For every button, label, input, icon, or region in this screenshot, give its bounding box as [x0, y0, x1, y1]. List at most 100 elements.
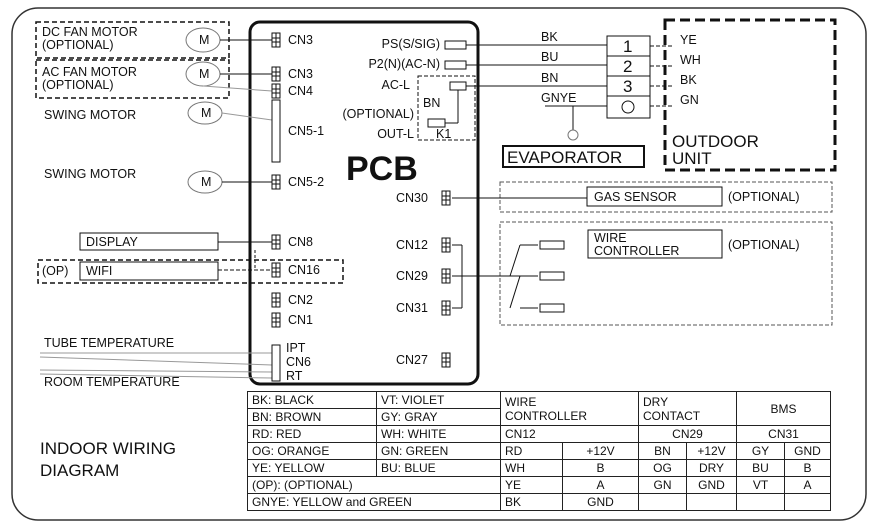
table-row: BN: BROWN GY: GRAY [247, 408, 831, 426]
table-cell: BU: BLUE [376, 459, 501, 477]
svg-text:1: 1 [623, 37, 632, 56]
table-cell: GN: GREEN [376, 442, 501, 460]
terminal-block: 1 2 3 [606, 35, 672, 119]
table-cell: VT: VIOLET [376, 391, 501, 409]
connector-cn5-1 [271, 99, 281, 163]
svg-text:GNYE: GNYE [541, 91, 576, 105]
connector-cn27 [441, 352, 451, 368]
svg-text:WIFI: WIFI [86, 264, 112, 278]
svg-text:BU: BU [541, 50, 558, 64]
swing-motor-1: SWING MOTOR M [44, 101, 273, 125]
connector-cn31 [441, 300, 451, 316]
svg-text:IPT: IPT [286, 341, 306, 355]
svg-text:CN1: CN1 [288, 313, 313, 327]
table-cell: YE [500, 476, 563, 494]
evaporator-box [502, 145, 645, 168]
table-cell: CN31 [736, 425, 831, 443]
svg-text:CN3: CN3 [288, 33, 313, 47]
table-cell: CN29 [638, 425, 737, 443]
table-cell: VT [736, 476, 785, 494]
display-block: DISPLAY [79, 232, 272, 251]
relay-optional-box [417, 75, 476, 141]
table-cell: CN12 [500, 425, 639, 443]
svg-text:SWING MOTOR: SWING MOTOR [44, 167, 136, 181]
svg-text:ROOM TEMPERATURE: ROOM TEMPERATURE [44, 375, 180, 389]
pcb-board [248, 20, 480, 386]
svg-text:WIRE: WIRE [594, 231, 627, 245]
connector-cn5-2 [271, 174, 281, 190]
svg-text:(OPTIONAL): (OPTIONAL) [42, 38, 114, 52]
svg-text:CN3: CN3 [288, 67, 313, 81]
table-cell: GND [562, 493, 639, 511]
table-cell: B [562, 459, 639, 477]
connector-cn6 [271, 344, 281, 382]
svg-text:(OPTIONAL): (OPTIONAL) [42, 78, 114, 92]
connector-cn3-dc [271, 32, 281, 48]
svg-text:CN5-2: CN5-2 [288, 175, 324, 189]
svg-text:RT: RT [286, 369, 303, 383]
svg-text:BK: BK [680, 73, 697, 87]
motor-icon: M [201, 106, 211, 120]
bms-header: BMS [736, 391, 831, 426]
diagram-title: INDOOR WIRING [40, 439, 176, 458]
pcb-terminals: PS(S/SIG) P2(N)(AC-N) AC-L BN K1 (OPTION… [342, 37, 476, 141]
table-cell: WH: WHITE [376, 425, 501, 443]
svg-text:CN12: CN12 [396, 238, 428, 252]
table-cell: RD: RED [247, 425, 377, 443]
svg-text:WH: WH [680, 53, 701, 67]
wifi-block: (OP)WIFI [37, 250, 344, 284]
connector-cn29 [441, 268, 451, 284]
svg-text:P2(N)(AC-N): P2(N)(AC-N) [368, 57, 440, 71]
table-cell [638, 493, 687, 511]
connector-cn1 [271, 312, 281, 328]
table-cell: +12V [686, 442, 737, 460]
table-cell [686, 493, 737, 511]
table-cell: BK: BLACK [247, 391, 377, 409]
motor-icon: M [199, 67, 209, 81]
svg-text:CN4: CN4 [288, 84, 313, 98]
table-cell: GY: GRAY [376, 408, 501, 426]
table-cell: DRY [686, 459, 737, 477]
svg-text:CN27: CN27 [396, 353, 428, 367]
svg-text:PS(S/SIG): PS(S/SIG) [382, 37, 440, 51]
swing-motor-2: SWING MOTOR M [44, 167, 272, 194]
svg-text:CN8: CN8 [288, 235, 313, 249]
table-cell: OG [638, 459, 687, 477]
table-cell: (OP): (OPTIONAL) [247, 476, 501, 494]
svg-text:TUBE TEMPERATURE: TUBE TEMPERATURE [44, 336, 174, 350]
table-cell: GND [784, 442, 831, 460]
connector-cn3-ac [271, 66, 281, 82]
svg-text:CN29: CN29 [396, 269, 428, 283]
connector-cn2 [271, 292, 281, 308]
svg-text:CONTROLLER: CONTROLLER [594, 244, 679, 258]
svg-text:CN31: CN31 [396, 301, 428, 315]
svg-text:CN6: CN6 [286, 355, 311, 369]
pcb-title: PCB [346, 150, 418, 188]
svg-text:AC-L: AC-L [382, 78, 411, 92]
svg-text:2: 2 [623, 57, 632, 76]
table-cell: YE: YELLOW [247, 459, 377, 477]
temperature-sensors: TUBE TEMPERATURE ROOM TEMPERATURE [39, 336, 273, 389]
connector-cn4 [271, 83, 281, 99]
svg-text:3: 3 [623, 77, 632, 96]
connector-cn12 [441, 237, 451, 253]
svg-text:BK: BK [541, 30, 558, 44]
table-cell: A [784, 476, 831, 494]
svg-text:BN: BN [423, 96, 440, 110]
svg-text:OUT-L: OUT-L [377, 127, 414, 141]
svg-text:SWING MOTOR: SWING MOTOR [44, 108, 136, 122]
gas-sensor: GAS SENSOR (OPTIONAL) [452, 181, 833, 213]
motor-icon: M [199, 33, 209, 47]
svg-text:UNIT: UNIT [672, 149, 712, 168]
svg-text:DISPLAY: DISPLAY [86, 235, 139, 249]
table-cell: GND [686, 476, 737, 494]
